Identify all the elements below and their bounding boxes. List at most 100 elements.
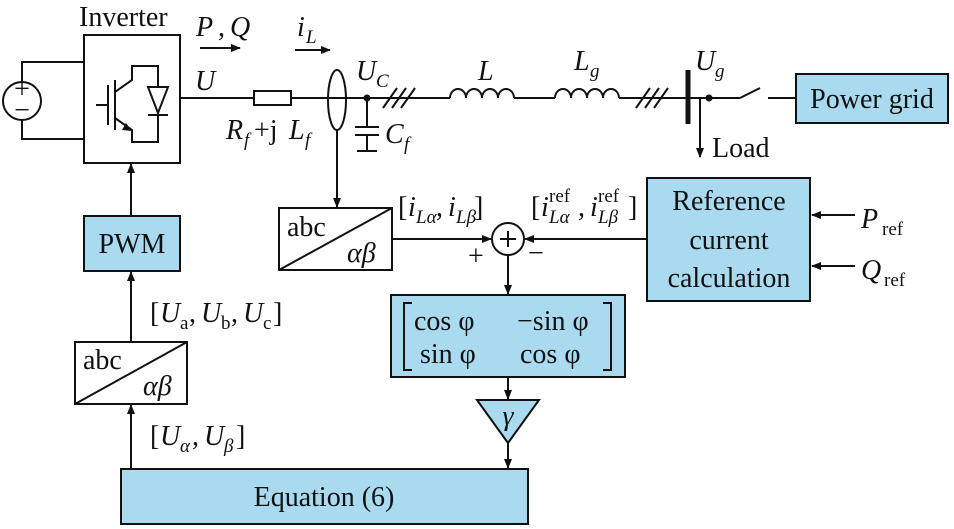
label-i-measured: [ i Lα , i Lβ ] xyxy=(398,192,483,228)
svg-text:Lα: Lα xyxy=(415,207,438,228)
svg-text:U: U xyxy=(160,421,182,452)
label-rf-mid: +j xyxy=(254,115,278,146)
svg-text:U: U xyxy=(243,298,265,329)
grid-switch xyxy=(739,87,761,99)
svg-text:,: , xyxy=(436,192,443,223)
svg-text:U: U xyxy=(201,298,223,329)
svg-text:[: [ xyxy=(150,421,159,452)
svg-text:b: b xyxy=(221,313,231,334)
ref-line-3: calculation xyxy=(668,263,791,294)
label-u-abc: [ U a , U b , U c ] xyxy=(150,298,282,334)
svg-text:[: [ xyxy=(531,192,540,223)
abc-alphabeta-block-2: abc αβ xyxy=(74,341,188,405)
label-qref-sub: ref xyxy=(884,270,906,291)
label-u: U xyxy=(195,66,217,97)
reference-current-block xyxy=(646,177,811,302)
svg-text:i: i xyxy=(590,192,598,223)
label-rf-sub: f xyxy=(244,130,252,151)
sum-plus-icon xyxy=(500,231,516,247)
inductor-lg xyxy=(554,88,620,99)
igbt-icon xyxy=(96,65,170,143)
svg-text:,: , xyxy=(578,192,585,223)
label-il-i: i xyxy=(297,12,305,43)
svg-text:,: , xyxy=(231,298,238,329)
label-qref-q: Q xyxy=(861,255,881,286)
label-cf-c: C xyxy=(385,119,404,150)
rotation-matrix-block: cos φ −sin φ sin φ cos φ xyxy=(390,294,626,378)
svg-text:]: ] xyxy=(628,192,637,223)
svg-text:]: ] xyxy=(273,298,282,329)
inductor-l xyxy=(449,88,515,99)
svg-text:[: [ xyxy=(398,192,407,223)
pwm-label: PWM xyxy=(99,229,166,260)
ref-line-2: current xyxy=(689,225,769,256)
label-p: P xyxy=(195,12,213,43)
label-lf-l: L xyxy=(288,115,305,146)
equation-block xyxy=(120,468,529,525)
label-i-reference: [ i ref Lα , i ref Lβ ] xyxy=(531,186,637,228)
capacitor-cf xyxy=(355,98,379,152)
equation-label: Equation (6) xyxy=(254,482,395,513)
svg-text:Lβ: Lβ xyxy=(597,207,619,228)
svg-text:,: , xyxy=(189,298,196,329)
svg-text:+: + xyxy=(14,74,30,105)
label-lg-sub: g xyxy=(590,61,600,82)
svg-text:ref: ref xyxy=(598,186,620,207)
gain-gamma-block xyxy=(475,399,541,445)
label-il-sub: L xyxy=(305,27,317,48)
svg-text:a: a xyxy=(180,313,189,334)
svg-text:[: [ xyxy=(150,298,159,329)
label-comma: , xyxy=(218,12,225,43)
sum-plus-label: + xyxy=(468,241,484,272)
alphabeta-label-1: αβ xyxy=(347,238,376,269)
label-l: L xyxy=(477,56,494,87)
matrix-r1c2: −sin φ xyxy=(517,306,589,337)
inverter-label: Inverter xyxy=(79,2,168,33)
ref-line-1: Reference xyxy=(672,186,785,217)
svg-text:c: c xyxy=(263,313,271,334)
label-uc-u: U xyxy=(356,56,378,87)
load-label: Load xyxy=(712,133,770,164)
svg-text:α: α xyxy=(180,436,191,457)
svg-text:]: ] xyxy=(236,421,245,452)
svg-text:]: ] xyxy=(474,192,483,223)
svg-text:i: i xyxy=(448,192,456,223)
label-u-alphabeta: [ U α , U β ] xyxy=(150,421,245,457)
ug-node xyxy=(705,94,713,102)
svg-text:U: U xyxy=(160,298,182,329)
svg-text:i: i xyxy=(408,192,416,223)
label-ug-u: U xyxy=(695,46,717,77)
abc-label-1: abc xyxy=(287,212,326,243)
label-lf-sub: f xyxy=(305,130,313,151)
svg-text:i: i xyxy=(541,192,549,223)
abc-alphabeta-block-1: abc αβ xyxy=(278,207,393,271)
svg-text:−: − xyxy=(14,95,30,126)
label-rf-r: R xyxy=(225,115,243,146)
label-lg-l: L xyxy=(573,46,590,77)
label-q: Q xyxy=(230,12,250,43)
matrix-r2c2: cos φ xyxy=(520,339,580,370)
label-pref-p: P xyxy=(860,204,878,235)
svg-text:Lβ: Lβ xyxy=(455,207,477,228)
svg-text:U: U xyxy=(204,421,226,452)
svg-text:β: β xyxy=(223,436,234,457)
power-grid-block xyxy=(795,73,949,124)
abc-label-2: abc xyxy=(83,345,122,376)
resistor-rf xyxy=(253,90,292,106)
pwm-block xyxy=(83,215,181,272)
label-uc-sub: C xyxy=(376,71,389,92)
label-pref-sub: ref xyxy=(882,219,904,240)
matrix-r1c1: cos φ xyxy=(414,306,474,337)
svg-text:,: , xyxy=(192,421,199,452)
dc-source: + − xyxy=(2,61,84,140)
label-ug-sub: g xyxy=(715,61,725,82)
svg-text:Lα: Lα xyxy=(548,207,571,228)
three-phase-marks-1 xyxy=(382,87,416,109)
power-grid-label: Power grid xyxy=(810,84,934,115)
alphabeta-label-2: αβ xyxy=(143,371,172,402)
current-sensor xyxy=(327,69,347,131)
sum-minus-label: − xyxy=(528,238,544,269)
inverter-block: Inverter xyxy=(79,2,181,164)
three-phase-marks-2 xyxy=(635,87,669,109)
svg-text:ref: ref xyxy=(549,186,571,207)
